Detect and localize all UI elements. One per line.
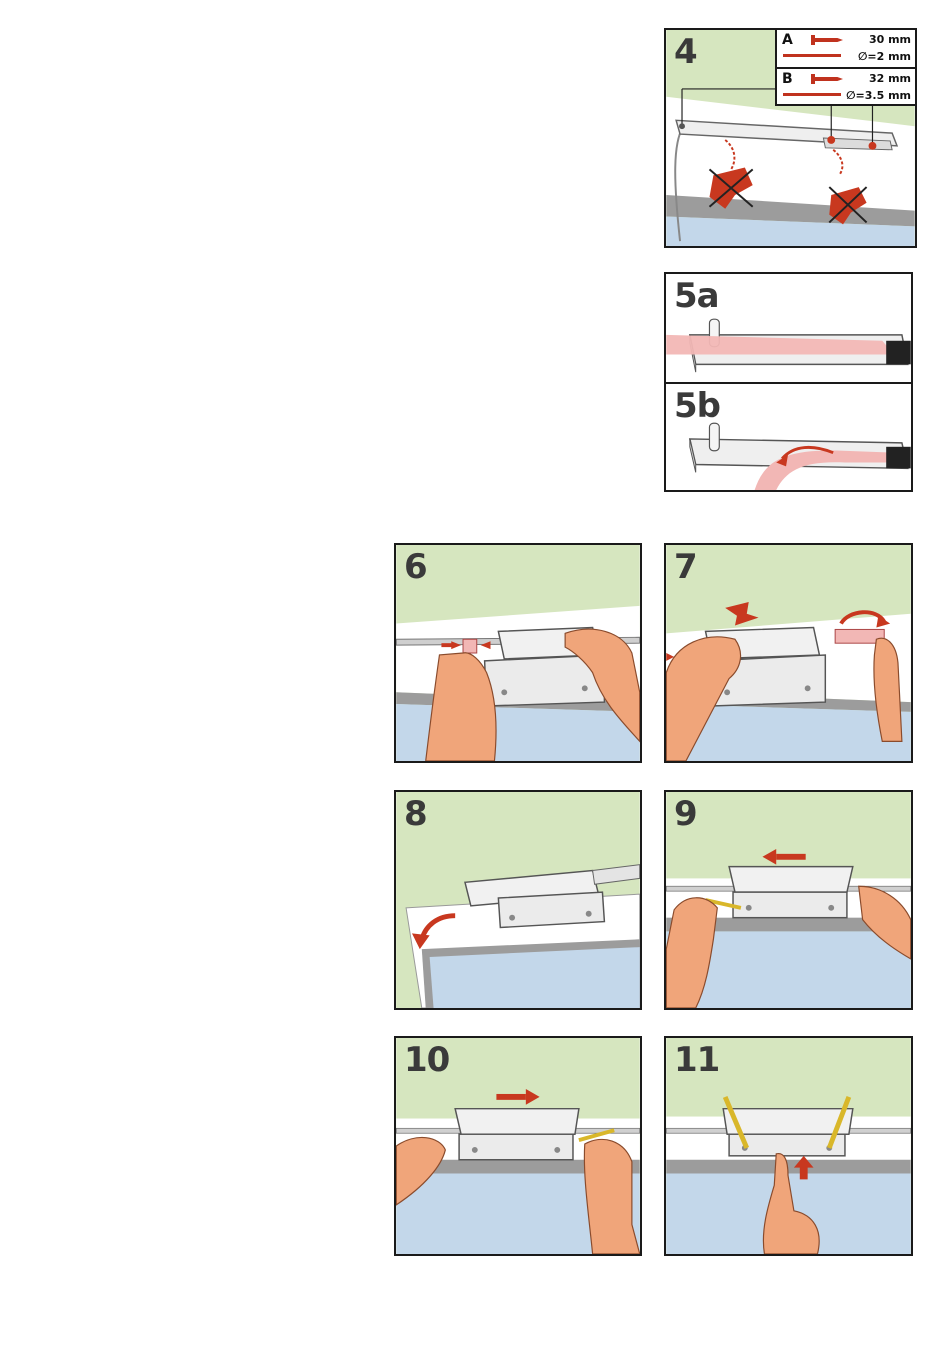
legend-b-length: 32 mm [869, 72, 911, 85]
figure-9-number: 9 [674, 794, 697, 834]
figure-10-number: 10 [404, 1040, 449, 1080]
screw-icon [811, 35, 815, 45]
figure-5-divider [666, 382, 911, 384]
figure-7-number: 7 [674, 547, 697, 587]
legend-row-b: B 32 mm ∅=3.5 mm [777, 67, 915, 104]
figure-8-number: 8 [404, 794, 427, 834]
screw-shaft-icon [815, 77, 843, 81]
legend-b-diameter: ∅=3.5 mm [846, 89, 911, 102]
figure-5b-number: 5b [674, 386, 720, 426]
figure-9-illustration [666, 792, 911, 1008]
figure-11-number: 11 [674, 1040, 719, 1080]
figure-5-panel: 5a 5b [664, 272, 913, 492]
figure-7-panel: 7 [664, 543, 913, 763]
screw-legend: A 30 mm ∅=2 mm B 32 mm ∅=3.5 mm [775, 30, 915, 106]
figure-8-panel: 8 [394, 790, 642, 1010]
figure-8-illustration [396, 792, 640, 1008]
screw-shaft-icon [815, 38, 843, 42]
legend-a-letter: A [782, 32, 793, 48]
figure-9-panel: 9 [664, 790, 913, 1010]
figure-4-number: 4 [674, 32, 697, 72]
nail-icon [783, 93, 841, 96]
figure-10-panel: 10 [394, 1036, 642, 1256]
legend-a-length: 30 mm [869, 33, 911, 46]
legend-a-diameter: ∅=2 mm [858, 50, 911, 63]
figure-7-illustration [666, 545, 911, 761]
figure-6-panel: 6 [394, 543, 642, 763]
nail-icon [783, 54, 841, 57]
legend-row-a: A 30 mm ∅=2 mm [777, 30, 915, 67]
figure-6-number: 6 [404, 547, 427, 587]
screw-icon [811, 74, 815, 84]
figure-4-panel: 4 A 30 mm ∅=2 mm B 32 mm ∅=3.5 mm [664, 28, 917, 248]
figure-5a-number: 5a [674, 276, 719, 316]
legend-b-letter: B [782, 71, 793, 87]
figure-11-panel: 11 [664, 1036, 913, 1256]
figure-6-illustration [396, 545, 640, 761]
